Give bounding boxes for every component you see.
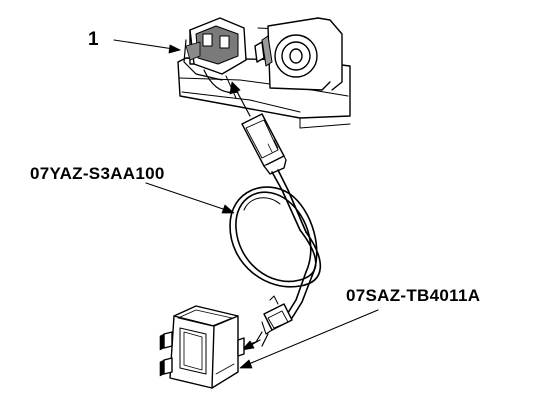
leader-cable	[145, 182, 235, 214]
item-number-label: 1	[88, 29, 99, 50]
tester-plug	[249, 295, 293, 347]
tester-part-number-label: 07SAZ-TB4011A	[346, 286, 481, 305]
tester-box	[159, 305, 245, 389]
connection-arrow	[229, 81, 251, 117]
steering-column-housing	[254, 17, 343, 91]
vehicle-connector	[183, 17, 247, 99]
coiled-cable	[229, 169, 322, 319]
leader-tester	[239, 309, 379, 369]
leader-item-1	[113, 39, 181, 54]
cable-part-number-label: 07YAZ-S3AA100	[30, 164, 165, 183]
cable-plug	[241, 113, 287, 175]
tester-connection-arrow	[241, 339, 261, 351]
